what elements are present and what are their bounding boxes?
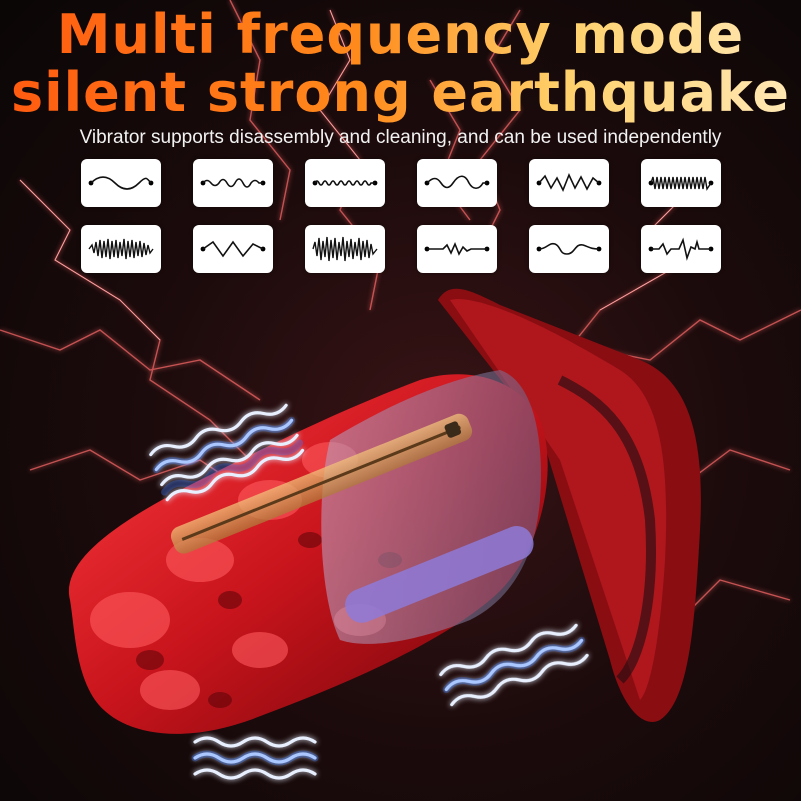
wave-spike-icon bbox=[312, 236, 378, 262]
wave-dense-icon bbox=[312, 180, 378, 186]
wave-zigzag-icon bbox=[536, 172, 602, 192]
wave-slow-icon bbox=[88, 176, 154, 190]
vibration-mode-grid bbox=[81, 159, 721, 291]
mode-5 bbox=[529, 159, 609, 207]
wave-tight-icon bbox=[648, 176, 714, 191]
mode-2 bbox=[193, 159, 273, 207]
mode-11 bbox=[529, 225, 609, 273]
mode-6 bbox=[641, 159, 721, 207]
mode-7 bbox=[81, 225, 161, 273]
mode-9 bbox=[305, 225, 385, 273]
wave-triangle-icon bbox=[200, 240, 266, 258]
mode-8 bbox=[193, 225, 273, 273]
headline-line-2: silent strong earthquake bbox=[0, 60, 801, 126]
subtitle: Vibrator supports disassembly and cleani… bbox=[79, 127, 722, 148]
mode-3 bbox=[305, 159, 385, 207]
mode-12 bbox=[641, 225, 721, 273]
wave-curve-icon bbox=[536, 242, 602, 255]
wave-burst-icon bbox=[88, 238, 154, 260]
headline-line-1: Multi frequency mode bbox=[0, 2, 801, 68]
mode-4 bbox=[417, 159, 497, 207]
mode-row-1 bbox=[81, 159, 721, 207]
mode-1 bbox=[81, 159, 161, 207]
wave-heartbeat-icon bbox=[648, 237, 714, 261]
wave-pulse-icon bbox=[200, 178, 266, 188]
wave-step-icon bbox=[424, 241, 490, 256]
wave-bump-icon bbox=[424, 175, 490, 190]
mode-10 bbox=[417, 225, 497, 273]
mode-row-2 bbox=[81, 225, 721, 273]
